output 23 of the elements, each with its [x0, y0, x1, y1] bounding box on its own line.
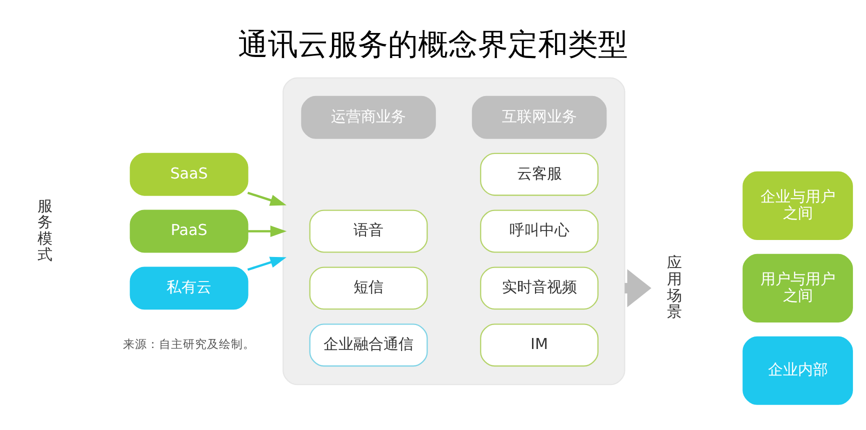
node-box: 用户与用户之间: [742, 254, 853, 322]
node-text: 应用场景: [667, 254, 682, 321]
node-box: 云客服: [480, 152, 599, 196]
node-box: 呼叫中心: [480, 210, 599, 253]
label: 服务模式: [38, 196, 52, 264]
node-box: IM: [480, 324, 599, 367]
node-box: 企业融合通信: [309, 324, 428, 367]
node-box: 短信: [309, 266, 428, 310]
cluster: [282, 77, 626, 386]
node-box: PaaS: [130, 210, 248, 253]
node-box: 企业内部: [742, 336, 853, 405]
node-box: 互联网业务: [472, 96, 607, 139]
arrow: [248, 226, 287, 237]
node-box: SaaS: [130, 152, 248, 196]
node-box: 运营商业务: [301, 96, 436, 139]
label: 来源：自主研究及绘制。: [123, 337, 256, 352]
arrow: [247, 256, 286, 271]
node-box: 企业与用户之间: [742, 171, 853, 240]
node-box: 私有云: [130, 266, 248, 310]
node-box: 实时音视频: [480, 266, 599, 310]
node-box: 语音: [309, 210, 428, 253]
arrow: [247, 192, 286, 206]
diagram-title: 通讯云服务的概念界定和类型: [238, 27, 628, 62]
